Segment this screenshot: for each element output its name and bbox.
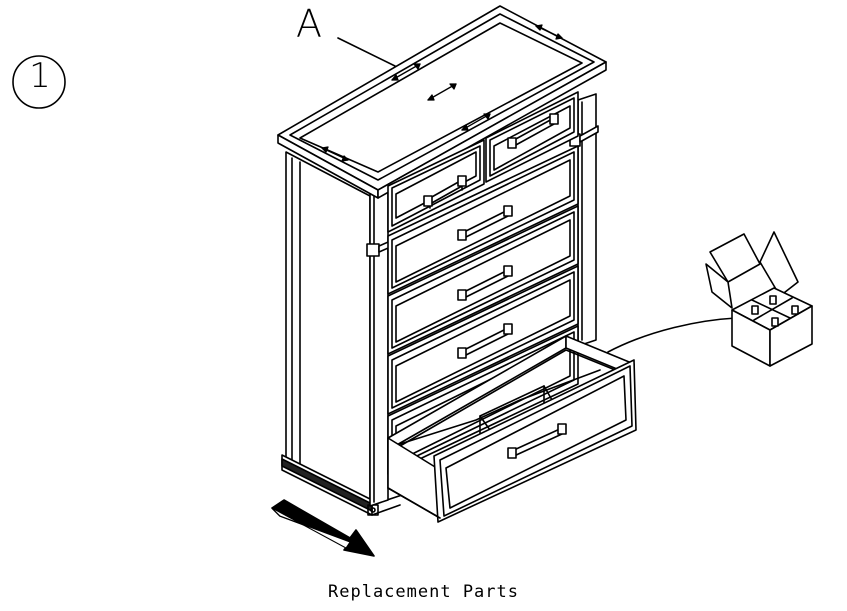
front-post bbox=[369, 185, 389, 507]
dresser-side-panel bbox=[285, 151, 371, 501]
dresser bbox=[277, 5, 637, 523]
open-drawer bbox=[387, 335, 637, 523]
pull-direction-arrow bbox=[271, 499, 375, 557]
step-number: 1 bbox=[29, 56, 51, 96]
drawer-top-right bbox=[485, 91, 579, 183]
dresser-base bbox=[281, 454, 403, 516]
dresser-top-panel bbox=[277, 5, 607, 199]
drawer-top-left bbox=[387, 139, 485, 233]
drawer-2 bbox=[387, 145, 579, 295]
drawer-3 bbox=[387, 205, 579, 355]
part-a-leader bbox=[337, 37, 396, 67]
part-a-label: A bbox=[296, 2, 323, 46]
drawer-4 bbox=[387, 265, 579, 415]
step-number-circle bbox=[12, 55, 66, 109]
top-direction-arrows bbox=[321, 24, 563, 162]
replacement-parts-box bbox=[705, 231, 813, 367]
parts-box-leader bbox=[607, 317, 737, 353]
replacement-parts-caption: Replacement Parts bbox=[328, 582, 519, 602]
